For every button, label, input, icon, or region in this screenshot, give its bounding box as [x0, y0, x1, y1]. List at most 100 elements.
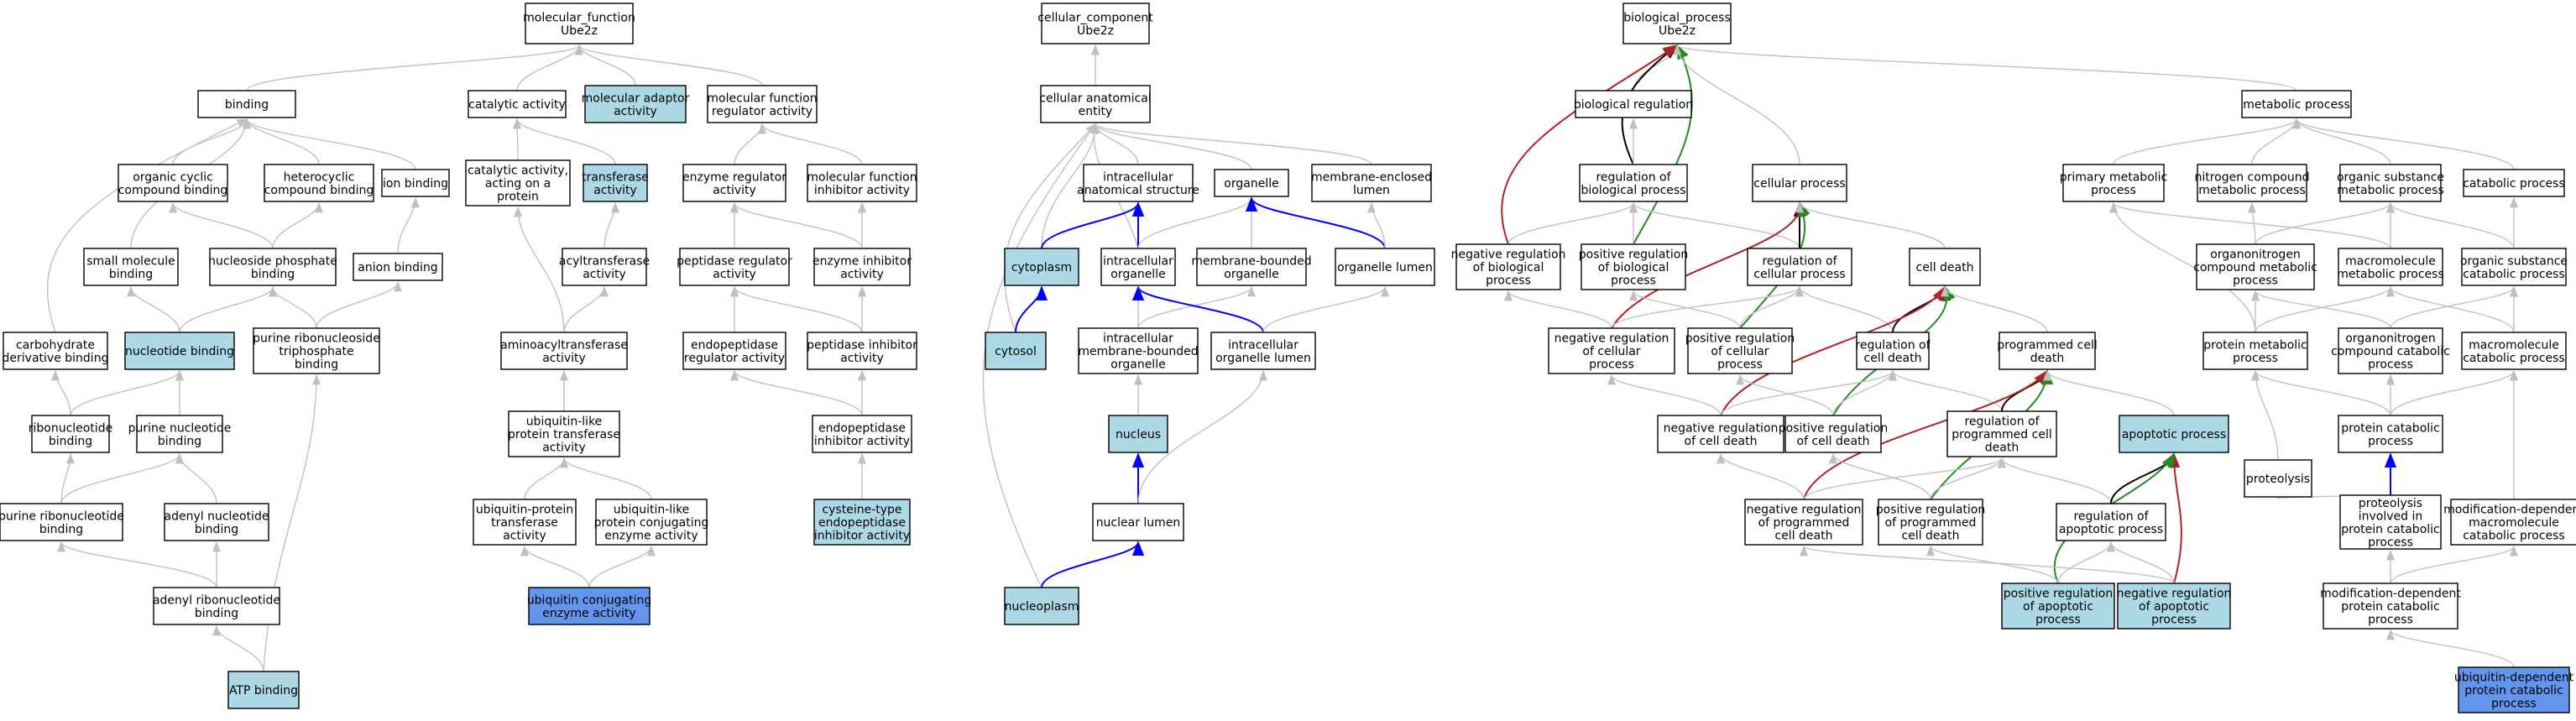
go-term-node[interactable]: nuclear lumen [1092, 503, 1184, 541]
go-term-node[interactable]: metabolic process [2241, 90, 2352, 118]
go-term-node[interactable]: catabolic process [2463, 169, 2565, 197]
edge-is-a [50, 369, 71, 416]
go-term-node[interactable]: cellular process [1752, 164, 1847, 202]
go-term-node[interactable]: proteolysis [2244, 459, 2312, 498]
edge-part-of [1245, 196, 1386, 249]
edge-is-a [1930, 457, 2006, 500]
edge-is-a [1998, 457, 2112, 504]
go-term-node[interactable]: cytosol [985, 332, 1047, 370]
go-term-node[interactable]: cell death [1909, 248, 1981, 286]
node-box [264, 164, 374, 202]
go-term-node[interactable]: catalytic activity [468, 90, 567, 118]
go-term-node[interactable]: binding [197, 90, 296, 118]
go-term-node[interactable]: ATP binding [227, 671, 300, 709]
go-term-node[interactable]: cytoplasm [1004, 248, 1079, 286]
node-label-line: nucleoplasm [1005, 600, 1079, 614]
go-term-node[interactable]: organelle [1214, 169, 1289, 197]
go-term-node[interactable]: apoptotic process [2119, 415, 2229, 453]
node-label-line: process [2233, 352, 2278, 365]
go-term-node[interactable]: biological regulation [1574, 90, 1693, 118]
go-term-node[interactable]: organelle lumen [1335, 248, 1435, 286]
go-term-node[interactable]: anion binding [353, 253, 443, 281]
edge-regulates [2110, 452, 2181, 504]
go-term-node[interactable]: ion binding [381, 169, 450, 197]
go-term-node[interactable]: nucleoplasm [1004, 587, 1079, 625]
go-term-node[interactable]: nucleus [1108, 415, 1168, 453]
edge-is-a [1137, 285, 1256, 329]
go-term-node[interactable]: nucleotide binding [124, 332, 235, 370]
go-term-node[interactable]: modification-dependentmacromoleculecatab… [2443, 499, 2576, 546]
edge-is-a [1607, 374, 1722, 416]
node-label-line: process [2151, 614, 2197, 627]
